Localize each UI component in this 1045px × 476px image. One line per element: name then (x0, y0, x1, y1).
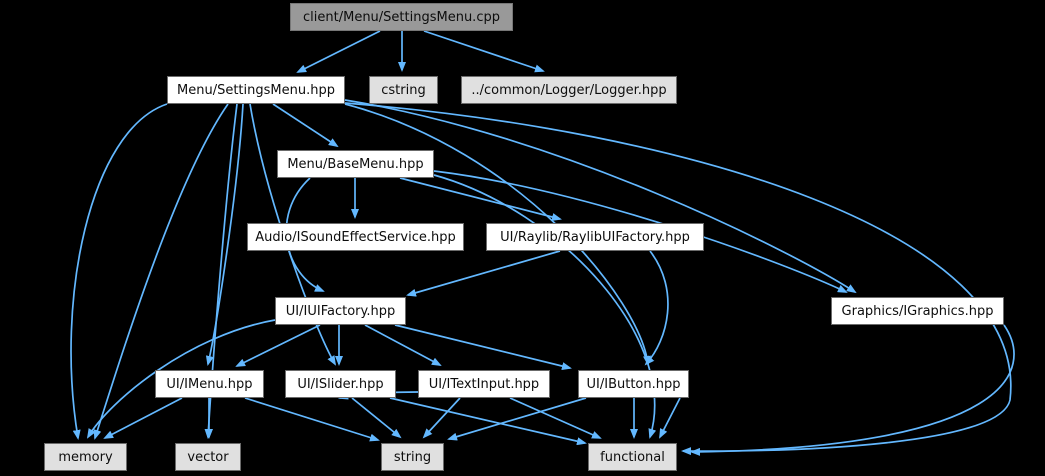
graph-node-label: vector (187, 449, 229, 465)
graph-node-imenu[interactable]: UI/IMenu.hpp (155, 370, 264, 398)
graph-edge (244, 397, 380, 442)
graph-edge (351, 397, 402, 439)
graph-edge (344, 99, 857, 294)
graph-node-functional[interactable]: functional (588, 443, 677, 471)
graph-node-label: client/Menu/SettingsMenu.cpp (303, 9, 500, 25)
graph-edge (70, 103, 168, 440)
graph-node-string[interactable]: string (381, 443, 444, 471)
graph-node-cstring[interactable]: cstring (369, 76, 438, 104)
graph-node-basemenu[interactable]: Menu/BaseMenu.hpp (277, 150, 434, 178)
graph-node-label: UI/IMenu.hpp (166, 376, 253, 392)
graph-node-label: memory (58, 449, 113, 465)
graph-node-logger[interactable]: ../common/Logger/Logger.hpp (461, 76, 677, 104)
graph-node-label: UI/ISlider.hpp (297, 376, 384, 392)
graph-edge (103, 397, 183, 439)
graph-node-label: UI/IButton.hpp (586, 376, 681, 392)
graph-node-soundeffect[interactable]: Audio/ISoundEffectService.hpp (247, 223, 464, 251)
graph-node-label: string (393, 449, 432, 465)
graph-node-label: ../common/Logger/Logger.hpp (471, 82, 667, 98)
graph-node-ibutton[interactable]: UI/IButton.hpp (578, 370, 689, 398)
graph-edge (205, 103, 244, 366)
graph-edge (272, 103, 339, 148)
graph-edge (394, 324, 572, 370)
graph-node-label: UI/IUIFactory.hpp (285, 303, 396, 319)
graph-edge (389, 397, 587, 446)
graph-node-settingsmenu[interactable]: Menu/SettingsMenu.hpp (167, 76, 345, 104)
graph-edge (204, 103, 238, 439)
graph-edge (364, 324, 442, 366)
graph-node-islider[interactable]: UI/ISlider.hpp (285, 370, 396, 398)
graph-node-vector[interactable]: vector (175, 443, 241, 471)
graph-node-label: UI/ITextInput.hpp (428, 376, 540, 392)
graph-node-itextinput[interactable]: UI/ITextInput.hpp (418, 370, 550, 398)
graph-edge (447, 397, 587, 441)
graph-edge (344, 102, 1012, 456)
graph-edge (399, 177, 562, 221)
graph-node-root[interactable]: client/Menu/SettingsMenu.cpp (290, 3, 513, 31)
graph-edge (659, 397, 681, 439)
graph-node-memory[interactable]: memory (44, 443, 127, 471)
graph-node-igraphics[interactable]: Graphics/IGraphics.hpp (831, 297, 1004, 325)
graph-node-label: cstring (381, 82, 426, 98)
graph-node-label: functional (600, 449, 665, 465)
graph-edge (406, 250, 561, 297)
graph-edge (509, 397, 602, 439)
graph-edge (644, 250, 669, 366)
graph-node-label: Menu/SettingsMenu.hpp (177, 82, 335, 98)
graph-edge (235, 324, 321, 367)
graph-edge (296, 30, 381, 73)
graph-node-label: Audio/ISoundEffectService.hpp (255, 229, 456, 245)
graph-node-iuifactory[interactable]: UI/IUIFactory.hpp (275, 297, 406, 325)
graph-edge (690, 324, 1015, 456)
graph-node-label: Graphics/IGraphics.hpp (841, 303, 994, 319)
graph-node-raylibui[interactable]: UI/Raylib/RaylibUIFactory.hpp (486, 223, 704, 251)
graph-edge (93, 103, 229, 440)
graph-node-label: Menu/BaseMenu.hpp (287, 156, 424, 172)
graph-edge (422, 397, 461, 439)
graph-edge (423, 30, 545, 73)
graph-node-label: UI/Raylib/RaylibUIFactory.hpp (500, 229, 690, 245)
